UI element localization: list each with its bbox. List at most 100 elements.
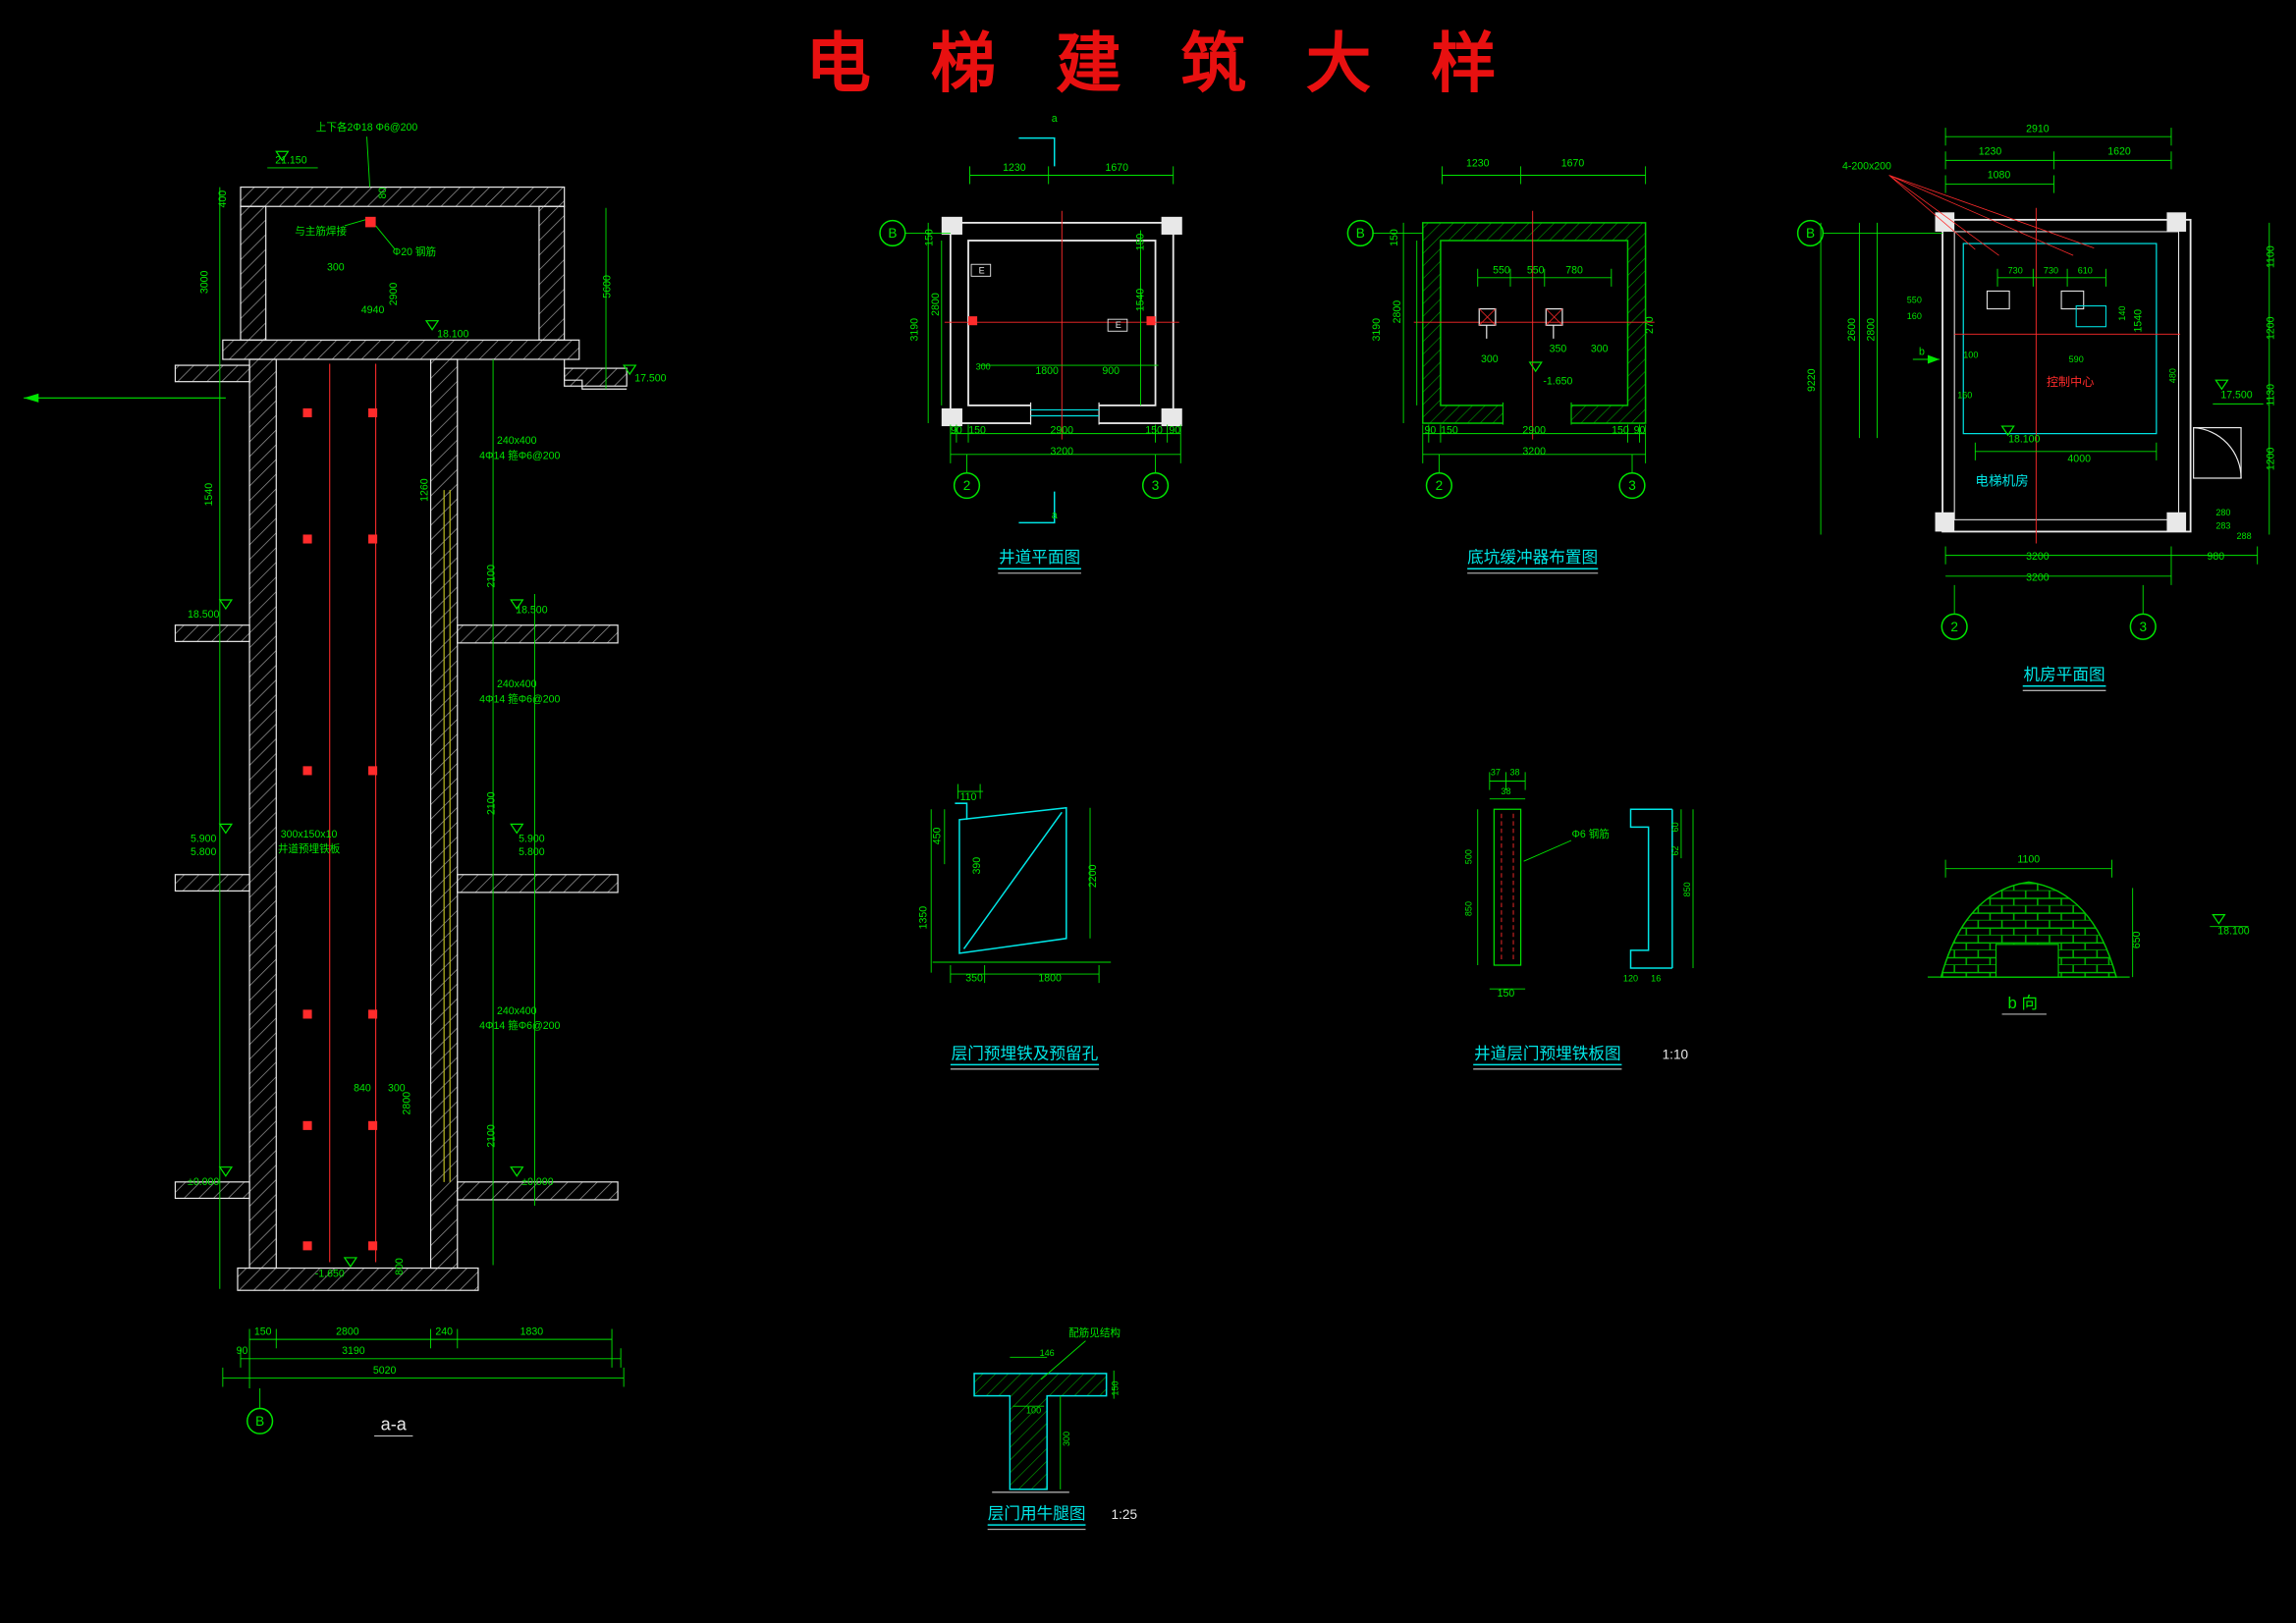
dim-label: 280 — [2215, 508, 2230, 517]
dim-label: 150 — [1111, 1380, 1121, 1395]
dim-label: 2900 — [1522, 425, 1546, 437]
view-title-section: a-a — [381, 1414, 408, 1434]
dim-label: 90 — [1634, 425, 1646, 437]
axis-bubble-label: 3 — [2139, 620, 2147, 634]
dim-label: 2900 — [1051, 425, 1074, 437]
rebar-leader — [1523, 839, 1572, 862]
dim-label: 450 — [931, 828, 943, 845]
dim-label: 146 — [1040, 1348, 1055, 1358]
view-section-aa: a-a — [24, 136, 636, 1434]
arch-opening — [1995, 944, 2059, 978]
dim-label: 5.800 — [191, 846, 217, 858]
dim-label: 配筋见结构 — [1068, 1326, 1121, 1339]
ground-arrow-icon — [24, 393, 39, 403]
axis-bubble-3: 3 — [1141, 471, 1170, 500]
pit-buffer-crosses — [1478, 308, 1563, 326]
dim-label: 283 — [2215, 520, 2230, 530]
dim-label: 5.900 — [519, 834, 545, 845]
dim-label: 2100 — [486, 565, 498, 588]
dim-label: 2800 — [336, 1326, 359, 1338]
section-guide-rails — [443, 490, 451, 1182]
dim-label: 17.500 — [2220, 389, 2252, 401]
axis-bubble-label: B — [255, 1414, 264, 1429]
dim-label: 17.500 — [634, 373, 666, 385]
corbel-scale: 1:25 — [1112, 1507, 1137, 1522]
corbel-leader — [1040, 1340, 1086, 1380]
dim-label: E — [1116, 320, 1121, 330]
dim-label: 300 — [976, 362, 991, 372]
dim-label: 2800 — [1866, 318, 1878, 342]
dim-label: 270 — [1644, 316, 1656, 334]
dim-label: Φ20 钢筋 — [393, 245, 436, 258]
dim-label: ±0.000 — [521, 1176, 553, 1188]
dim-label: 160 — [1907, 311, 1922, 321]
dim-label: 1080 — [1988, 170, 2011, 182]
dim-label: 1540 — [203, 483, 215, 507]
dim-label: 2800 — [930, 293, 942, 316]
machine-room-columns — [1935, 212, 2187, 532]
dim-label: 4Φ14 箍Φ6@200 — [479, 1019, 560, 1032]
dim-label: a — [1052, 113, 1058, 125]
machine-anchor-leaders — [1888, 175, 2095, 256]
dim-label: 2100 — [486, 1124, 498, 1148]
axis-bubble-B: B — [246, 1407, 274, 1434]
dim-label: 350 — [965, 973, 983, 985]
dim-label: 4000 — [2067, 453, 2091, 464]
dim-label: 4-200x200 — [1842, 160, 1891, 172]
dim-label: 300 — [1591, 343, 1609, 354]
dim-label: 550 — [1907, 296, 1922, 305]
brick-arch — [1940, 881, 2118, 978]
dim-label: 1130 — [2265, 384, 2276, 406]
view-pit-plan: 底坑缓冲器布置图 — [1402, 166, 1655, 567]
drawing-title: 电 梯 建 筑 大 样 — [805, 28, 1517, 101]
dim-label: 100 — [1963, 350, 1978, 359]
dim-label: 1670 — [1105, 162, 1128, 174]
dim-label: 3190 — [342, 1345, 365, 1357]
dim-label: 3200 — [1522, 446, 1546, 458]
dim-label: 590 — [2069, 354, 2084, 364]
dim-label: 350 — [1550, 343, 1567, 354]
dim-label: 150 — [1134, 234, 1146, 251]
shaft-dim-lines — [927, 166, 1181, 463]
dim-label: 2800 — [401, 1092, 412, 1115]
dim-label: 1200 — [2265, 316, 2276, 340]
dim-label: 650 — [2131, 931, 2143, 948]
shaft-door-sill — [1030, 408, 1100, 417]
section-step-17500 — [564, 359, 628, 390]
pit-door-opening — [1503, 402, 1572, 425]
machine-units — [1986, 290, 2085, 310]
dim-label: 610 — [2078, 265, 2093, 275]
dim-label: 1100 — [2017, 854, 2040, 866]
axis-bubble-B: B — [879, 219, 906, 247]
dim-label: 18.100 — [2008, 434, 2040, 446]
shaft-door-jambs — [1029, 402, 1100, 425]
dim-label: 1800 — [1038, 973, 1062, 985]
dim-label: 240 — [435, 1326, 453, 1338]
dim-label: 1670 — [1561, 157, 1585, 169]
pit-door-jambs — [1502, 402, 1572, 425]
dim-label: Φ6 钢筋 — [1571, 828, 1609, 840]
dim-label: 2900 — [388, 283, 400, 306]
shaft-corner-columns — [941, 216, 1182, 427]
dim-label: 电梯机房 — [1975, 474, 2028, 489]
dim-label: 850 — [1682, 882, 1692, 896]
axis-bubble-3: 3 — [1618, 471, 1646, 500]
view-title-underlines-white — [374, 572, 2106, 1531]
dim-label: 1260 — [419, 478, 431, 502]
axis-bubble-B: B — [1346, 219, 1374, 247]
section-dim-lines — [219, 167, 625, 1389]
dim-label: ±0.000 — [188, 1176, 219, 1188]
axis-bubble-label: 2 — [963, 478, 971, 493]
dim-label: 1230 — [1003, 162, 1026, 174]
view-door-embed: 层门预埋铁及预留孔 — [930, 784, 1112, 1062]
machine-room-walls — [1941, 218, 2192, 533]
section-leader-lines — [344, 136, 396, 250]
view-title-corbel: 层门用牛腿图 — [988, 1504, 1086, 1523]
dim-label: 850 — [1464, 901, 1474, 916]
dim-label: 90 — [1424, 425, 1436, 437]
dim-label: 140 — [2117, 306, 2127, 321]
dim-label: 80 — [377, 188, 389, 199]
dim-label: 1350 — [918, 906, 930, 930]
